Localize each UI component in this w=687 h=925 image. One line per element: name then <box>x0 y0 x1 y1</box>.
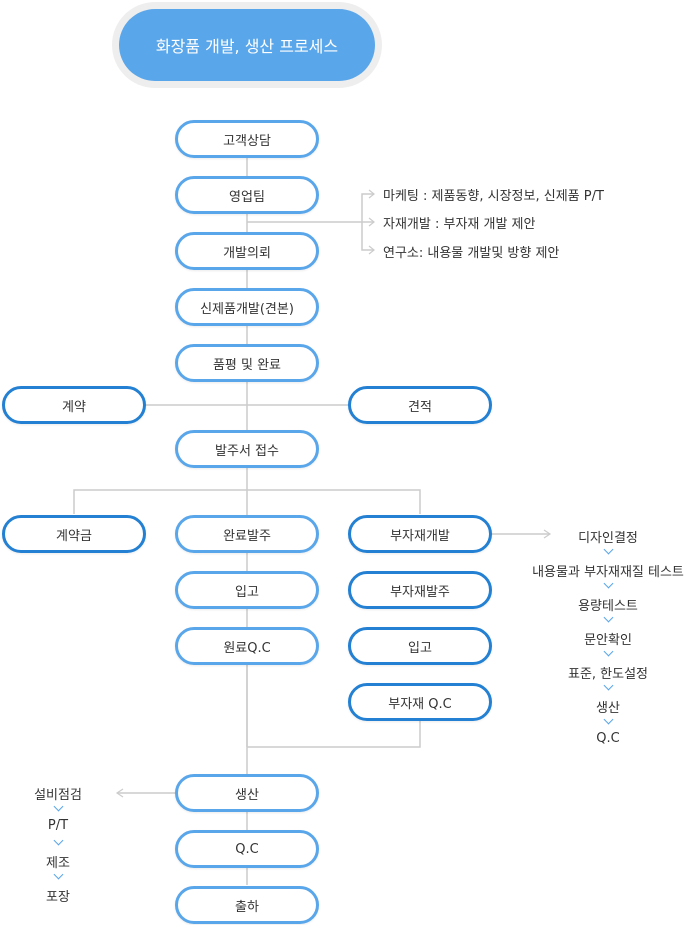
node-sub-dev: 부자재개발 <box>348 515 492 553</box>
sales-note: 자재개발 : 부자재 개발 제안 <box>383 217 536 232</box>
node-dev-request: 개발의뢰 <box>175 232 319 270</box>
sub-dev-step: 문안확인 <box>584 633 632 648</box>
node-consult: 고객상담 <box>175 120 319 158</box>
node-evaluation: 품평 및 완료 <box>175 344 319 382</box>
page-title: 화장품 개발, 생산 프로세스 <box>119 9 375 81</box>
node-new-product: 신제품개발(견본) <box>175 288 319 326</box>
node-final-qc: Q.C <box>175 830 319 868</box>
sub-dev-step: 생산 <box>596 701 620 716</box>
node-estimate: 견적 <box>348 386 492 424</box>
sales-note: 연구소: 내용물 개발및 방향 제안 <box>383 246 560 261</box>
sub-dev-step: 표준, 한도설정 <box>567 667 649 682</box>
node-shipping: 출하 <box>175 886 319 924</box>
node-order-receipt: 발주서 접수 <box>175 430 319 468</box>
node-raw-receiving: 입고 <box>175 571 319 609</box>
sub-dev-step: 내용물과 부자재재질 테스트 <box>532 565 684 580</box>
node-production: 생산 <box>175 774 319 812</box>
node-contract: 계약 <box>2 386 146 424</box>
production-step: 포장 <box>46 890 70 905</box>
node-sales-team: 영업팀 <box>175 176 319 214</box>
production-step: P/T <box>47 818 69 833</box>
sub-dev-step: Q.C <box>596 731 620 746</box>
node-raw-order: 완료발주 <box>175 515 319 553</box>
production-step: 제조 <box>46 856 70 871</box>
sales-note: 마케팅 : 제품동향, 시장정보, 신제품 P/T <box>383 189 604 204</box>
node-raw-qc: 원료Q.C <box>175 627 319 665</box>
sub-dev-step: 용량테스트 <box>578 599 638 614</box>
production-step: 설비점검 <box>34 788 82 803</box>
node-sub-receiving: 입고 <box>348 627 492 665</box>
node-sub-qc: 부자재 Q.C <box>348 683 492 721</box>
sub-dev-step: 디자인결정 <box>578 531 638 546</box>
node-sub-order: 부자재발주 <box>348 571 492 609</box>
node-deposit: 계약금 <box>2 515 146 553</box>
